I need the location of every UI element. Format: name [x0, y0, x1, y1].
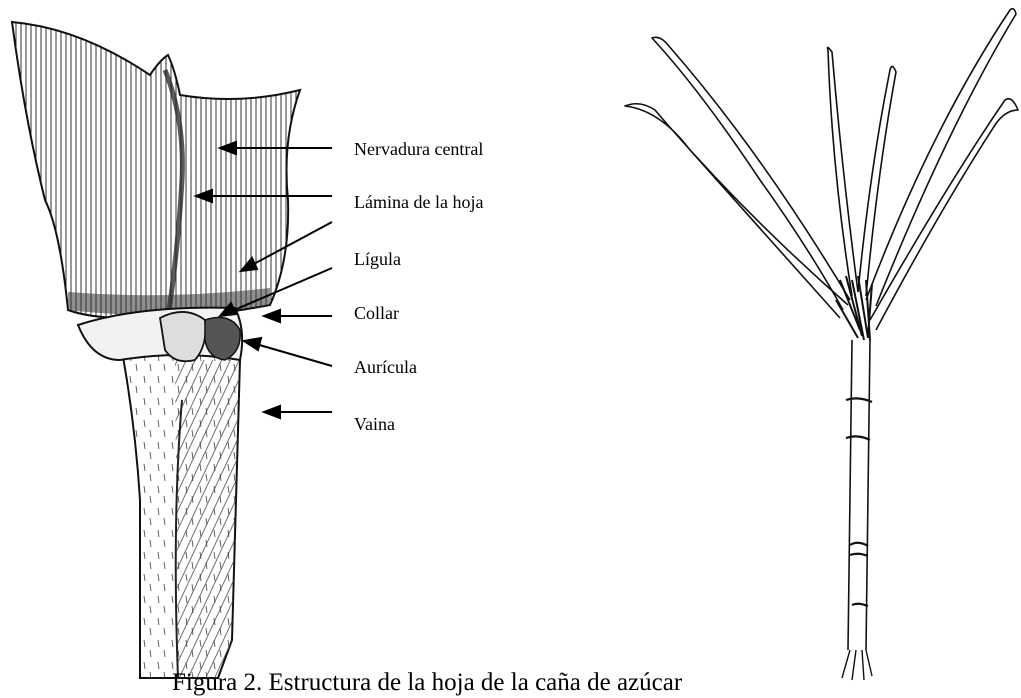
- label-vaina: Vaina: [354, 414, 395, 434]
- plant-leaf-4: [858, 66, 896, 296]
- figure-caption: Figura 2. Estructura de la hoja de la ca…: [172, 668, 682, 698]
- label-ligula: Lígula: [354, 249, 401, 269]
- label-lamina-de-la-hoja: Lámina de la hoja: [354, 192, 483, 212]
- ligule-drawing: [160, 312, 206, 361]
- label-auricula: Aurícula: [354, 357, 417, 377]
- label-collar: Collar: [354, 303, 399, 323]
- arrow-auricula: [244, 338, 332, 366]
- arrow-vaina: [264, 406, 332, 418]
- sugarcane-plant-illustration: [625, 9, 1018, 680]
- plant-leaf-2: [625, 104, 848, 318]
- plant-leaf-6: [870, 99, 1018, 330]
- arrow-collar: [264, 310, 332, 322]
- plant-leaf-5: [866, 9, 1016, 306]
- plant-leaf-1: [652, 37, 850, 310]
- leaf-blade-drawing: [12, 22, 300, 318]
- label-nervadura-central: Nervadura central: [354, 139, 483, 159]
- plant-leaf-3: [828, 47, 859, 296]
